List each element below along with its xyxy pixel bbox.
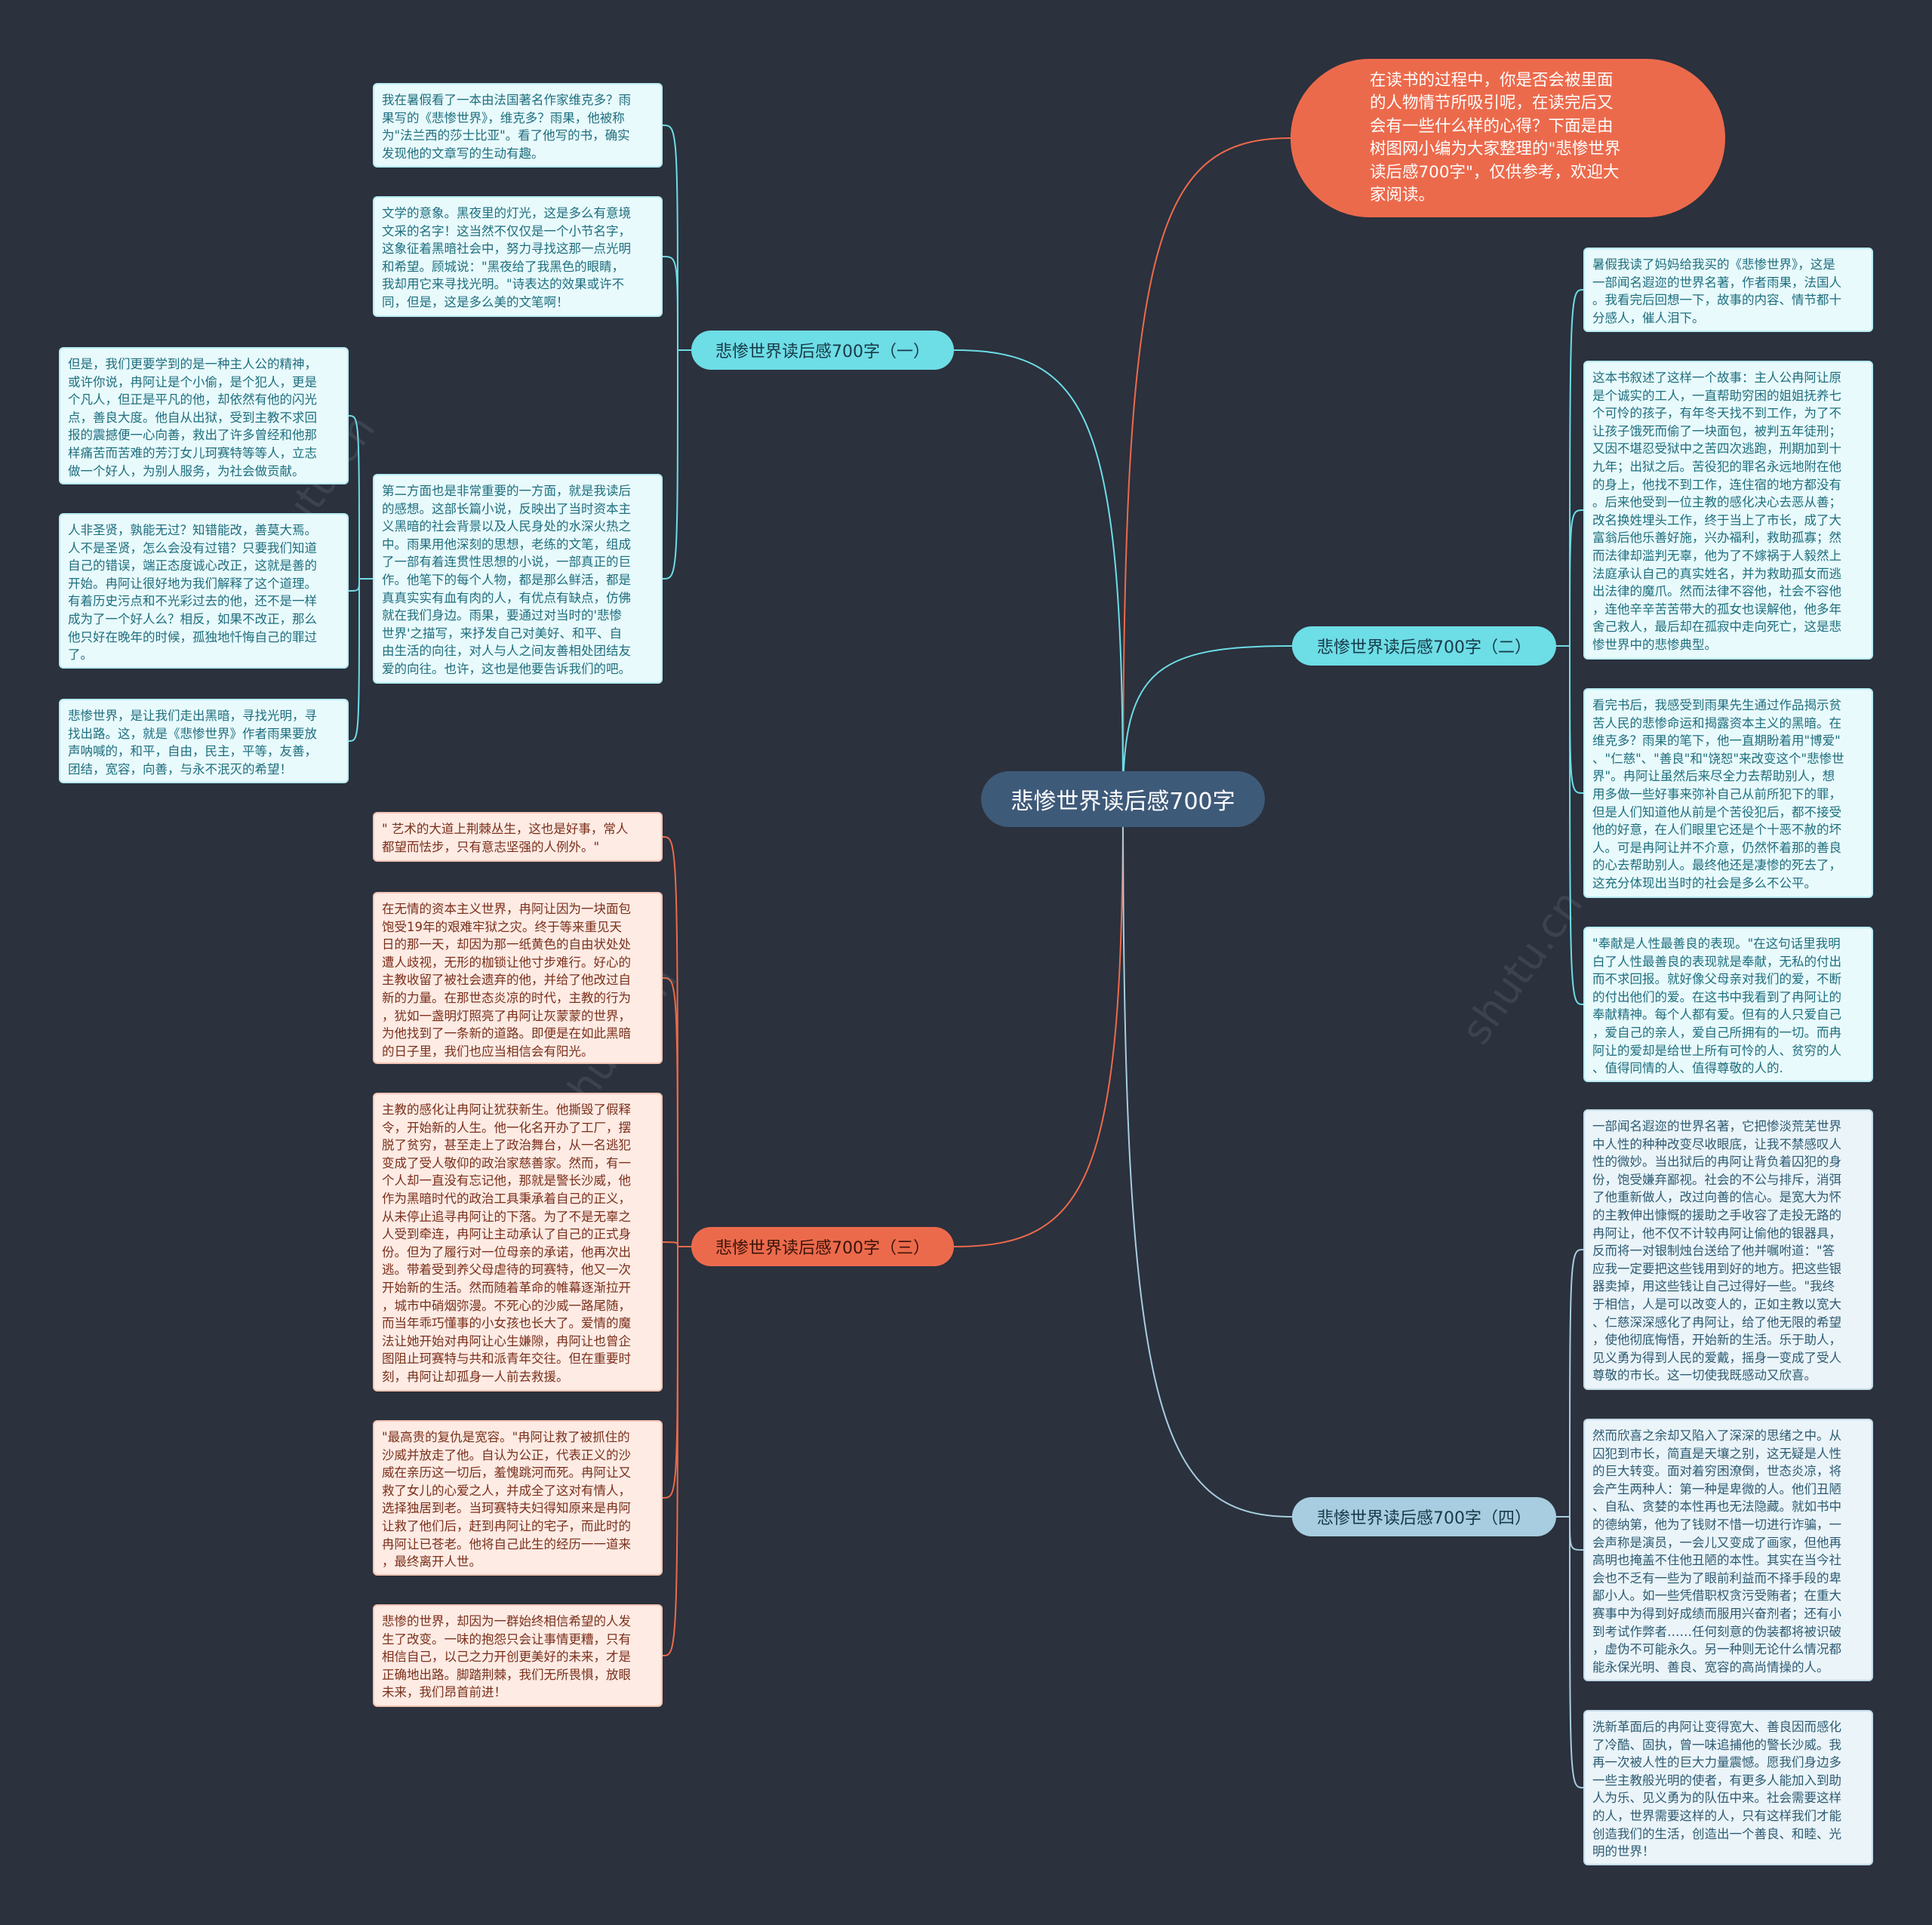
branch-1-label: 悲惨世界读后感700字（一） xyxy=(715,343,930,361)
link-root-branch-2 xyxy=(1122,645,1293,800)
b4-leaf-3[interactable]: 洗新革面后的冉阿让变得宽大、善良因而感化 了冷酷、固执，曾一味追捕他的警长沙威。… xyxy=(1583,1710,1873,1865)
b1-leaf-3-child-2[interactable]: 人非圣贤，孰能无过？知错能改，善莫大焉。 人不是圣贤，怎么会没有过错？只要我们知… xyxy=(59,513,349,669)
link-b1-sub-3 xyxy=(348,578,373,742)
b3-leaf-1[interactable]: " 艺术的大道上荆棘丛生，这也是好事，常人 都望而怯步，只有意志坚强的人例外。" xyxy=(373,812,663,862)
intro-node[interactable]: 在读书的过程中，你是否会被里面 的人物情节所吸引呢，在读完后又 会有一些什么样的… xyxy=(1291,59,1725,217)
link-b4-3 xyxy=(1556,1516,1584,1788)
link-b2-2 xyxy=(1556,509,1584,647)
b2-leaf-2[interactable]: 这本书叙述了这样一个故事：主人公冉阿让原 是个诚实的工人，一直帮助穷困的姐姐抚养… xyxy=(1583,361,1873,660)
branch-2[interactable]: 悲惨世界读后感700字（二） xyxy=(1292,626,1556,666)
link-b3-2 xyxy=(662,977,691,1247)
b2-leaf-1[interactable]: 暑假我读了妈妈给我买的《悲惨世界》，这是 一部闻名遐迩的世界名著，作者雨果，法国… xyxy=(1583,248,1873,332)
b3-leaf-2[interactable]: 在无情的资本主义世界，冉阿让因为一块面包 饱受19年的艰难牢狱之灾。终于等来重见… xyxy=(373,892,663,1064)
link-root-branch-3 xyxy=(953,798,1124,1247)
b3-leaf-5[interactable]: 悲惨的世界，却因为一群始终相信希望的人发 生了改变。一味的抱怨只会让事情更糟，只… xyxy=(373,1604,663,1707)
branch-2-label: 悲惨世界读后感700字（二） xyxy=(1317,638,1531,657)
branch-3-label: 悲惨世界读后感700字（三） xyxy=(715,1239,930,1258)
link-b1-sub-2 xyxy=(348,578,373,592)
root-node[interactable]: 悲惨世界读后感700字 xyxy=(981,771,1265,827)
b2-leaf-3[interactable]: 看完书后，我感受到雨果先生通过作品揭示贫 苦人民的悲惨命运和揭露资本主义的黑暗。… xyxy=(1583,688,1873,898)
branch-1[interactable]: 悲惨世界读后感700字（一） xyxy=(691,331,954,370)
link-root-intro xyxy=(1122,137,1291,800)
link-b2-4 xyxy=(1556,645,1584,1005)
branch-3[interactable]: 悲惨世界读后感700字（三） xyxy=(691,1227,954,1266)
intro-text: 在读书的过程中，你是否会被里面 的人物情节所吸引呢，在读完后又 会有一些什么样的… xyxy=(1370,70,1621,205)
branch-4-label: 悲惨世界读后感700字（四） xyxy=(1317,1509,1531,1528)
root-label: 悲惨世界读后感700字 xyxy=(1011,789,1235,815)
b4-leaf-1[interactable]: 一部闻名遐迩的世界名著，它把惨淡荒芜世界 中人性的种种改变尽收眼底，让我不禁感叹… xyxy=(1583,1109,1873,1390)
branch-4[interactable]: 悲惨世界读后感700字（四） xyxy=(1292,1497,1556,1536)
b2-leaf-4[interactable]: "奉献是人性最善良的表现。"在这句话里我明 白了人性最善良的表现就是奉献，无私的… xyxy=(1583,927,1873,1082)
b4-leaf-2[interactable]: 然而欣喜之余却又陷入了深深的思绪之中。从 囚犯到市长，简直是天壤之别，这无疑是人… xyxy=(1583,1419,1873,1681)
link-b1-3 xyxy=(662,349,691,580)
link-b3-5 xyxy=(662,1246,691,1656)
b3-leaf-4[interactable]: "最高贵的复仇是宽容。"冉阿让救了被抓住的 沙威并放走了他。自认为公正，代表正义… xyxy=(373,1420,663,1576)
b3-leaf-3[interactable]: 主教的感化让冉阿让犹获新生。他撕毁了假释 令，开始新的人生。他一化名开办了工厂，… xyxy=(373,1093,663,1391)
b1-leaf-3-child-3[interactable]: 悲惨世界，是让我们走出黑暗，寻找光明，寻 找出路。这，就是《悲惨世界》作者雨果要… xyxy=(59,699,349,783)
link-b4-1 xyxy=(1556,1249,1584,1518)
b1-leaf-3[interactable]: 第二方面也是非常重要的一方面，就是我读后 的感想。这部长篇小说，反映出了当时资本… xyxy=(373,474,663,684)
link-b1-2 xyxy=(662,256,691,351)
b1-leaf-3-child-1[interactable]: 但是，我们更要学到的是一种主人公的精神， 或许你说，冉阿让是个小偷，是个犯人，更… xyxy=(59,347,349,484)
link-root-branch-4 xyxy=(1122,798,1293,1518)
link-root-branch-1 xyxy=(953,349,1124,800)
b1-leaf-2[interactable]: 文学的意象。黑夜里的灯光，这是多么有意境 文采的名字！这当然不仅仅是一个小节名字… xyxy=(373,196,663,317)
b1-leaf-1[interactable]: 我在暑假看了一本由法国著名作家维克多？雨 果写的《悲惨世界》，维克多？雨果，他被… xyxy=(373,83,663,168)
link-b1-sub-1 xyxy=(348,415,373,580)
